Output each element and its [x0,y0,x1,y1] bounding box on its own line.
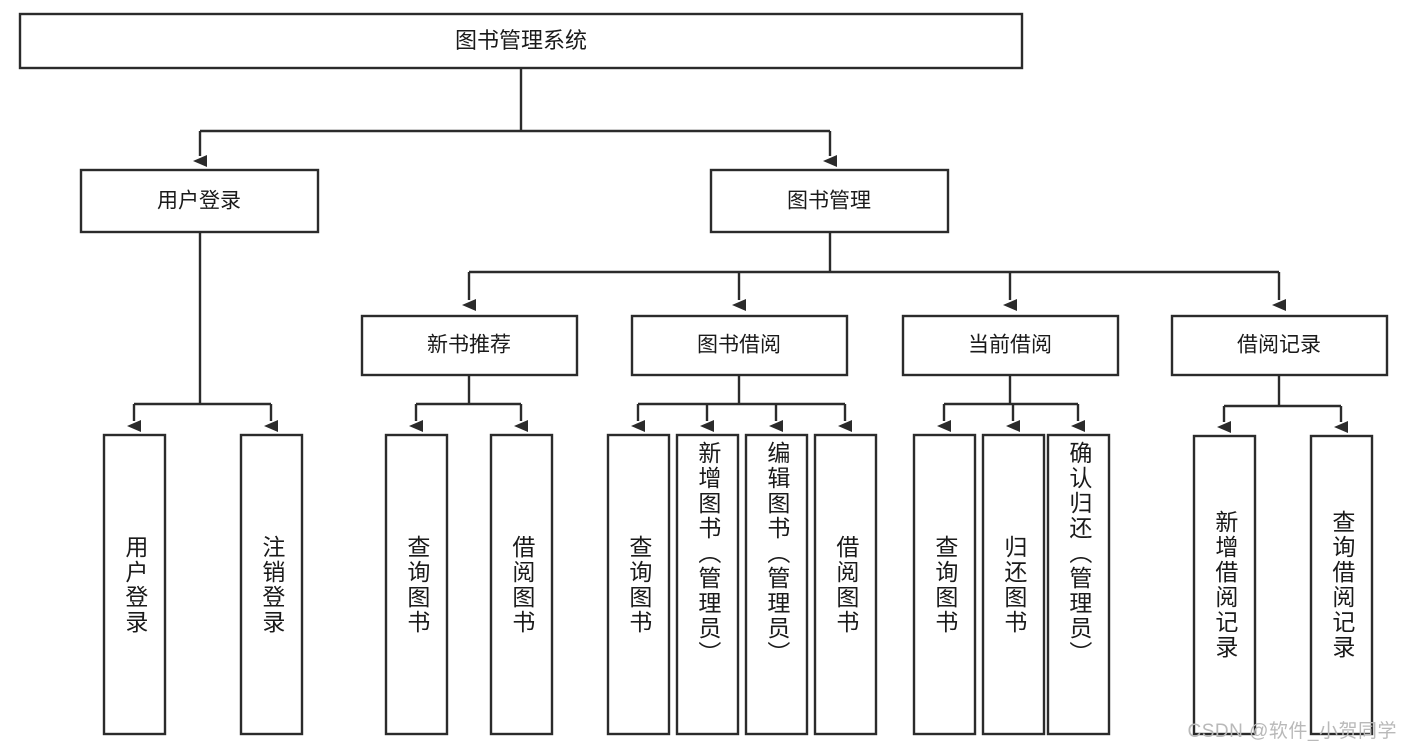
leaf-group-user-login [102,433,304,736]
leaf-group-new-book-recommend [384,433,554,736]
node-root-box[interactable] [18,12,1024,70]
leaf-box-book-borrow-1[interactable] [606,433,671,736]
leaf-box-new-book-1[interactable] [384,433,449,736]
connector-group-newbook-to-leaves [409,375,528,432]
node-borrow-records-label: 借阅记录 [1237,334,1321,357]
leaf-box-borrow-records-1[interactable] [1192,434,1257,736]
leaf-box-user-login-2[interactable] [239,433,304,736]
node-root-label: 图书管理系统 [455,28,587,53]
leaf-box-borrow-records-2[interactable] [1309,434,1374,736]
node-book-borrow-label: 图书借阅 [697,334,781,357]
connector-group-borrowrecords-to-leaves [1217,375,1348,433]
node-user-login-box[interactable] [79,168,320,234]
node-user-login-label: 用户登录 [157,190,241,213]
node-user-login[interactable]: 用户登录 [79,168,320,234]
leaf-group-borrow-records [1192,434,1374,736]
leaf-box-current-borrow-2[interactable] [981,433,1046,736]
leaf-box-current-borrow-3[interactable] [1046,433,1111,736]
leaf-box-book-borrow-2[interactable] [675,433,740,736]
node-new-book-recommend[interactable]: 新书推荐 [360,314,579,377]
leaf-box-current-borrow-1[interactable] [912,433,977,736]
leaf-box-user-login-1[interactable] [102,433,167,736]
leaf-box-book-borrow-4[interactable] [813,433,878,736]
connector-group-bookmgmt-to-level3 [462,232,1286,311]
node-current-borrow-box[interactable] [901,314,1120,377]
leaf-box-new-book-2[interactable] [489,433,554,736]
leaf-group-current-borrow [912,433,1111,736]
csdn-watermark: CSDN @软件_小贺同学 [1187,721,1397,742]
node-current-borrow[interactable]: 当前借阅 [901,314,1120,377]
connector-group-currentborrow-to-leaves [937,375,1085,432]
leaf-group-book-borrow [606,433,878,736]
node-book-borrow[interactable]: 图书借阅 [630,314,849,377]
node-book-management-label: 图书管理 [787,190,871,213]
node-book-management[interactable]: 图书管理 [709,168,950,234]
connector-group-root-to-level2 [193,68,837,167]
node-current-borrow-label: 当前借阅 [968,334,1052,357]
connector-group-bookborrow-to-leaves [631,375,852,432]
node-borrow-records[interactable]: 借阅记录 [1170,314,1389,377]
node-new-book-recommend-box[interactable] [360,314,579,377]
node-book-borrow-box[interactable] [630,314,849,377]
node-borrow-records-box[interactable] [1170,314,1389,377]
connector-group-userlogin-to-leaves [127,232,278,432]
node-book-management-box[interactable] [709,168,950,234]
node-root[interactable]: 图书管理系统 [18,12,1024,70]
node-new-book-recommend-label: 新书推荐 [427,334,511,357]
leaf-box-book-borrow-3[interactable] [744,433,809,736]
